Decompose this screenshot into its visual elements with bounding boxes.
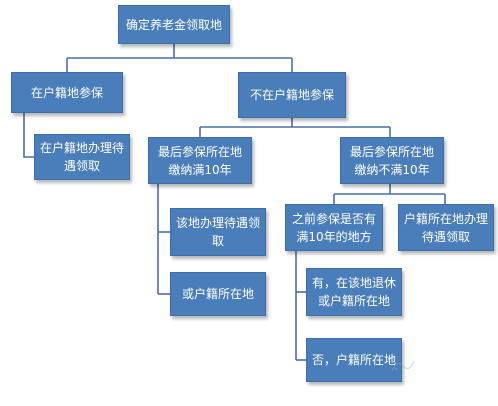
node-root-label: 确定养老金领取地 [125, 17, 222, 32]
node-root: 确定养老金领取地 [118, 5, 230, 44]
node-left-leaf-label: 在户籍地办理待遇领取 [39, 141, 124, 173]
node-paid-under-10-years: 最后参保所在地缴纳不满10年 [340, 137, 444, 184]
node-answer-yes-label: 有，在该地退休或户籍所在地 [311, 276, 396, 308]
node-household-claim-label: 户籍所在地办理待遇领取 [403, 211, 488, 244]
node-branch-right-label: 不在户籍地参保 [249, 88, 334, 102]
node-previous-10-years-question-label: 之前参保是否有满10年的地方 [291, 211, 376, 244]
node-local-claim: 该地办理待遇领取 [170, 208, 266, 256]
node-branch-right: 不在户籍地参保 [238, 72, 346, 118]
node-previous-10-years-question: 之前参保是否有满10年的地方 [285, 204, 383, 251]
node-paid-10-years: 最后参保所在地缴纳满10年 [148, 137, 252, 184]
node-household-claim: 户籍所在地办理待遇领取 [398, 204, 494, 251]
node-answer-no-label: 否，户籍所在地 [311, 353, 396, 367]
node-branch-left-label: 在户籍地参保 [30, 85, 103, 100]
watermark-icon [391, 360, 415, 372]
node-local-claim-label: 该地办理待遇领取 [175, 216, 260, 248]
node-answer-yes: 有，在该地退休或户籍所在地 [306, 268, 402, 316]
connector-left-leaf [23, 113, 38, 158]
node-or-household-label: 或户籍所在地 [181, 287, 254, 301]
node-left-leaf: 在户籍地办理待遇领取 [34, 134, 130, 180]
node-branch-left: 在户籍地参保 [11, 72, 123, 113]
node-answer-no: 否，户籍所在地 [306, 338, 402, 382]
node-paid-under-10-years-label: 最后参保所在地缴纳不满10年 [349, 144, 434, 177]
node-or-household: 或户籍所在地 [170, 272, 266, 316]
node-paid-10-years-label: 最后参保所在地缴纳满10年 [157, 144, 242, 177]
